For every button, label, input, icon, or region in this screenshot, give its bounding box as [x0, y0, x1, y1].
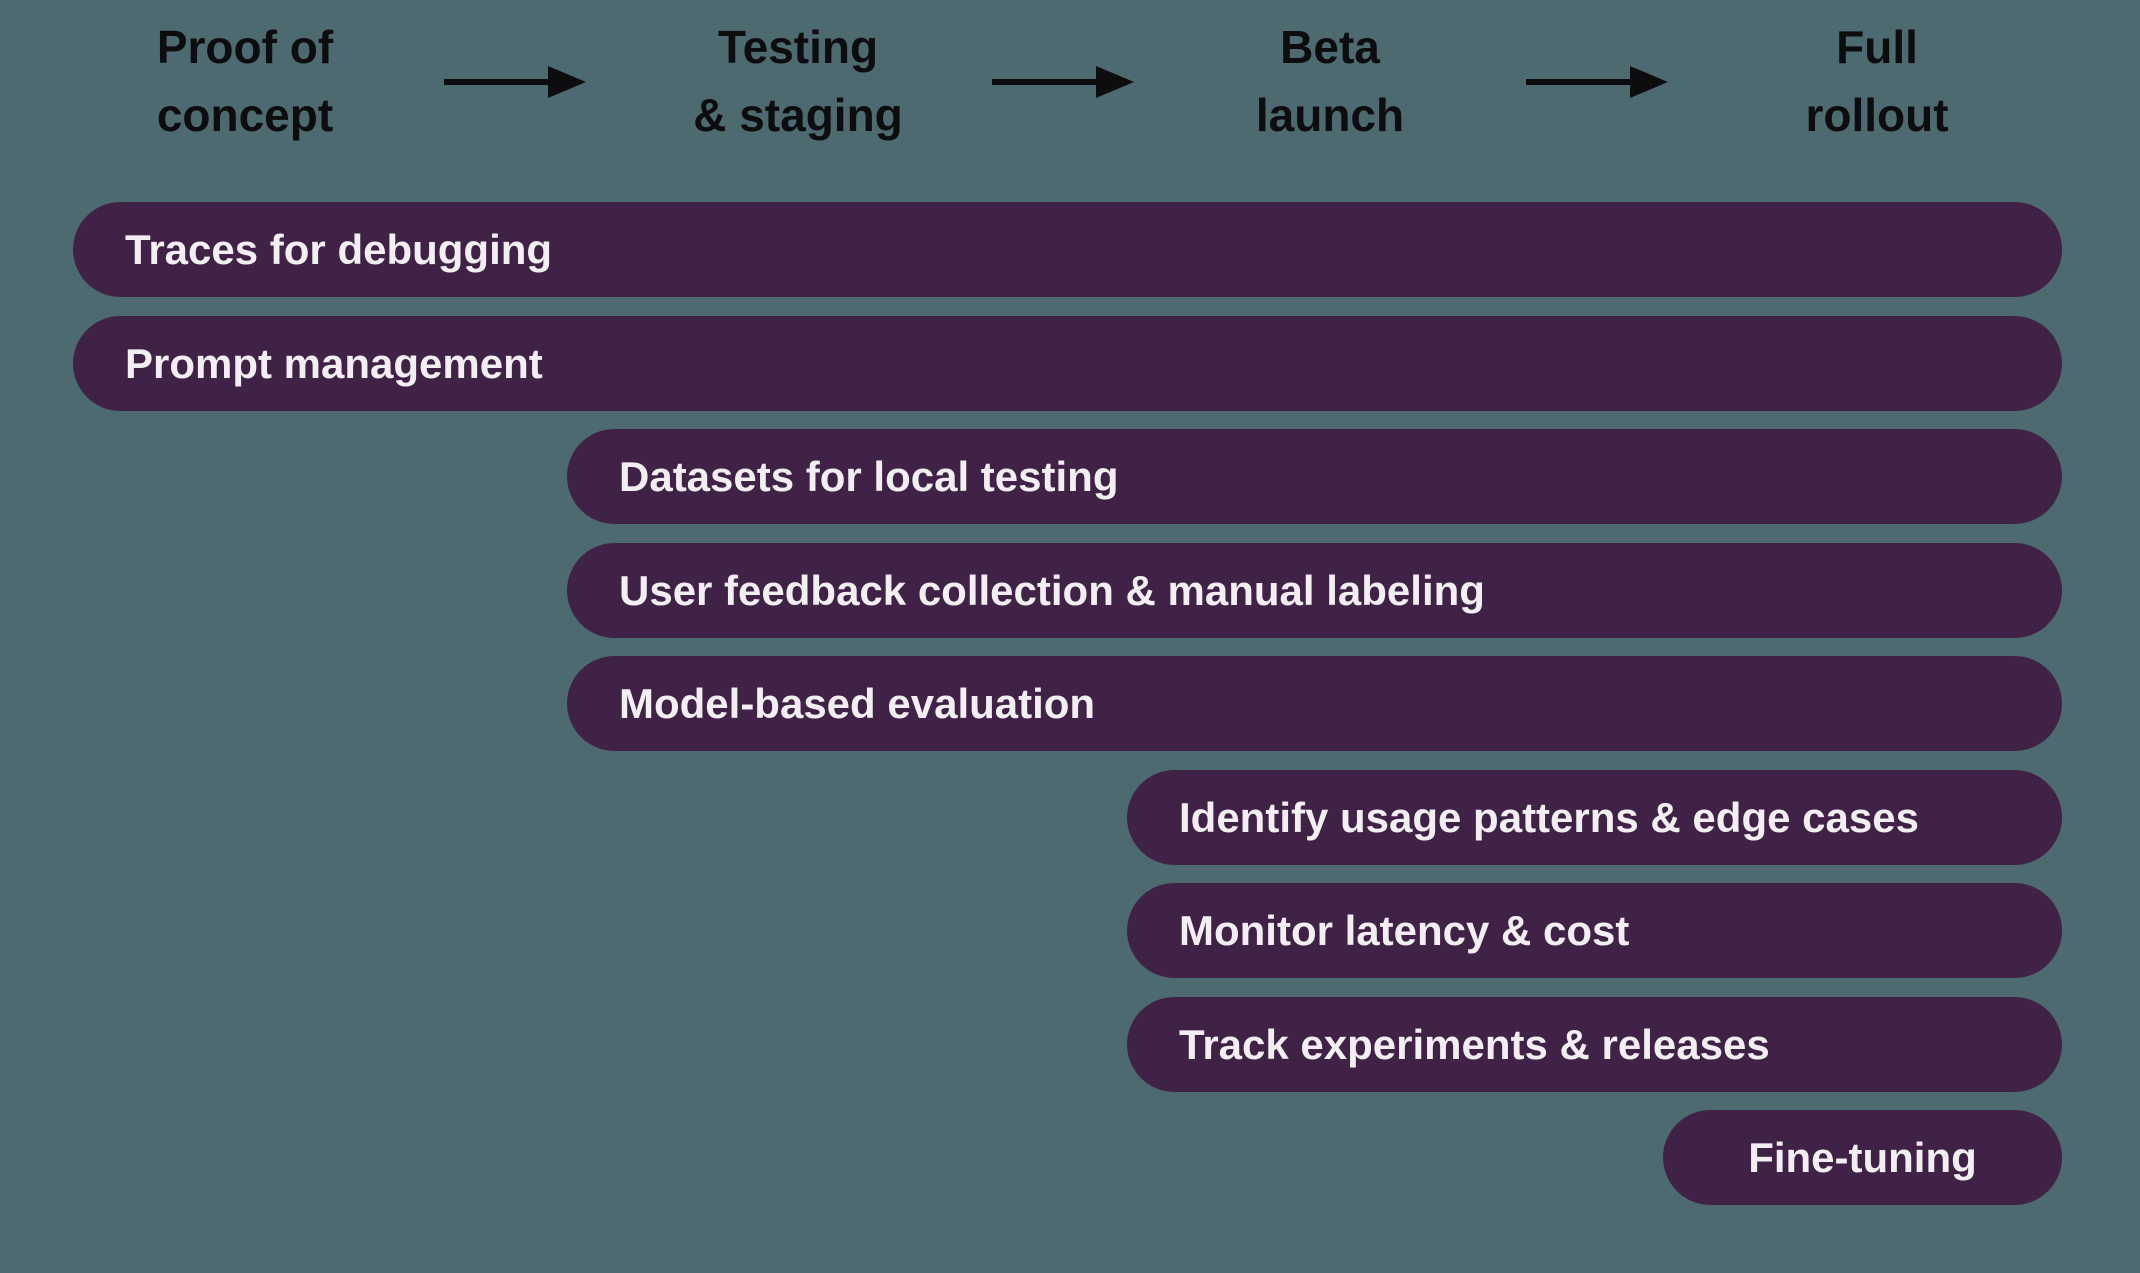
bar-monitor-latency-cost: Monitor latency & cost: [1127, 883, 2062, 978]
phase-label-beta-launch: Beta launch: [1256, 13, 1404, 149]
bar-label: Prompt management: [125, 339, 543, 387]
phase-label-line: Proof of: [156, 21, 334, 73]
phase-label-line: rollout: [1805, 89, 1949, 141]
phase-label-line: Beta: [1280, 21, 1380, 73]
bar-datasets-for-local-testing: Datasets for local testing: [567, 429, 2062, 524]
bar-prompt-management: Prompt management: [73, 316, 2062, 411]
bar-label: Identify usage patterns & edge cases: [1179, 793, 1919, 841]
phase-label-line: concept: [156, 89, 334, 141]
bar-label: Model-based evaluation: [619, 679, 1096, 727]
bar-user-feedback-collection: User feedback collection & manual labeli…: [567, 543, 2062, 638]
arrow-right-icon: [444, 66, 586, 98]
phase-label-line: Full: [1836, 21, 1918, 73]
phase-label-testing-staging: Testing & staging: [693, 13, 903, 149]
bar-label: Datasets for local testing: [619, 452, 1119, 500]
bar-label: Monitor latency & cost: [1179, 906, 1630, 954]
phase-label-line: Testing: [717, 21, 879, 73]
arrow-right-icon: [1526, 66, 1668, 98]
phase-label-line: launch: [1255, 89, 1405, 141]
bar-identify-usage-patterns: Identify usage patterns & edge cases: [1127, 770, 2062, 865]
bar-traces-for-debugging: Traces for debugging: [73, 202, 2062, 297]
bar-fine-tuning: Fine-tuning: [1663, 1110, 2062, 1205]
arrow-right-icon: [992, 66, 1134, 98]
phase-label-proof-of-concept: Proof of concept: [157, 13, 333, 149]
bar-model-based-evaluation: Model-based evaluation: [567, 656, 2062, 751]
bar-label: Traces for debugging: [125, 225, 553, 273]
phase-label-full-rollout: Full rollout: [1805, 13, 1948, 149]
bar-label: Track experiments & releases: [1179, 1020, 1770, 1068]
phase-label-line: & staging: [693, 89, 903, 141]
bar-label: Fine-tuning: [1748, 1133, 1977, 1181]
bar-track-experiments-releases: Track experiments & releases: [1127, 997, 2062, 1092]
bar-label: User feedback collection & manual labeli…: [619, 566, 1485, 614]
